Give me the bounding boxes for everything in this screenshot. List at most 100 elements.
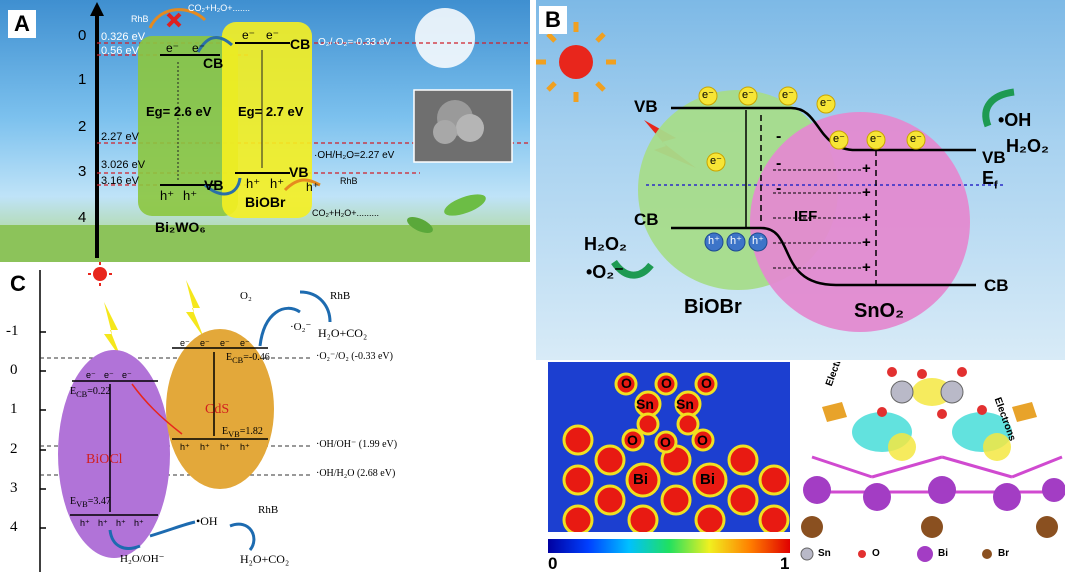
electron-label: e⁻ xyxy=(104,370,114,380)
atom-label: O xyxy=(621,375,632,391)
oh-reaction-arrow xyxy=(982,88,1015,128)
vb-label: VB xyxy=(634,97,658,116)
hole-label: h⁺ xyxy=(752,235,764,247)
vb-label: VB xyxy=(289,164,309,180)
tick: 1 xyxy=(10,401,18,417)
oh-level-label: ·OH/H₂O=2.27 eV xyxy=(314,150,395,161)
level-label: 2.27 eV xyxy=(101,131,139,143)
cb-band xyxy=(671,226,976,287)
plus-sign: + xyxy=(862,259,871,276)
level-label: 3.026 eV xyxy=(101,159,146,171)
tick: 0 xyxy=(10,362,18,378)
minus-sign: - xyxy=(776,128,782,145)
eg-label: Eg= 2.7 eV xyxy=(238,104,304,119)
oh-arrow xyxy=(149,520,196,538)
sun-icon xyxy=(88,262,112,286)
grass xyxy=(0,225,530,262)
product-label: H₂O+CO₂ xyxy=(240,552,290,566)
o2-reaction-arrow xyxy=(611,259,654,279)
tick: 3 xyxy=(10,480,18,496)
rhb-label: RhB xyxy=(330,290,351,302)
sun-icon xyxy=(415,8,475,68)
axis-arrow-icon xyxy=(90,2,104,16)
atom-label: O xyxy=(627,432,638,448)
bi2wo6-block xyxy=(138,36,238,216)
legend-label: Br xyxy=(998,548,1010,559)
tick: 3 xyxy=(78,163,87,180)
electron-label: e⁻ xyxy=(266,28,280,42)
vb-band xyxy=(671,106,976,152)
hole-label: h⁺ xyxy=(270,176,285,191)
panel-c-diagram xyxy=(39,262,332,572)
vb-label: VB xyxy=(204,177,224,193)
oh-label: •OH xyxy=(196,514,218,528)
o2-label: O₂ xyxy=(240,290,252,302)
electron-label: e⁻ xyxy=(742,89,754,101)
panel-tag: C xyxy=(4,270,32,298)
o2-level-label: O₂/·O₂=-0.33 eV xyxy=(318,37,392,48)
plus-sign: + xyxy=(862,184,871,201)
legend-label: O xyxy=(872,548,880,559)
hole-label: h⁺ xyxy=(306,180,320,194)
tick: 1 xyxy=(78,71,87,88)
hole-label: h⁺ xyxy=(246,176,261,191)
colorbar-gradient xyxy=(548,539,790,553)
hole-label: h⁺ xyxy=(183,188,198,203)
hole-label: h⁺ xyxy=(134,518,144,528)
evb-label: EVB=1.82 xyxy=(222,426,263,439)
electron-label: e⁻ xyxy=(86,370,96,380)
material-label: BiOCl xyxy=(86,452,123,467)
rhb-arrow xyxy=(299,290,332,323)
atom-label: O xyxy=(660,434,671,450)
atom-label: O xyxy=(701,375,712,391)
electron-label: e⁻ xyxy=(710,155,722,167)
plus-sign: + xyxy=(862,234,871,251)
lightning-icon xyxy=(104,302,122,360)
product-label: CO₂+H₂O+....... xyxy=(188,3,251,13)
hole-label: h⁺ xyxy=(160,188,175,203)
material-label: SnO₂ xyxy=(854,300,904,322)
hole-label: h⁺ xyxy=(80,518,90,528)
oh-level-label: ·OH/OH⁻ (1.99 eV) xyxy=(316,439,398,450)
panel-a-diagram xyxy=(0,2,530,262)
hole-label: h⁺ xyxy=(180,442,190,452)
o2-radical-label: •O₂⁻ xyxy=(586,262,624,282)
cb-label: CB xyxy=(203,55,224,71)
fermi-label: Ef xyxy=(982,168,998,192)
electron-label: e⁻ xyxy=(870,133,882,145)
electron-label: e⁻ xyxy=(166,41,180,55)
electron-label: e⁻ xyxy=(702,89,714,101)
cb-label: CB xyxy=(290,36,311,52)
cds-ellipse xyxy=(166,329,274,489)
cb-label: CB xyxy=(634,210,659,229)
level-label: 0.326 eV xyxy=(101,31,146,43)
tick: -1 xyxy=(6,323,19,339)
electron-label: e⁻ xyxy=(192,41,206,55)
atom-label: O xyxy=(661,375,672,391)
colorbar-min: 0 xyxy=(548,554,558,573)
panel-b-diagram xyxy=(536,22,1015,332)
electron-label: e⁻ xyxy=(782,89,794,101)
product-label: H₂O+CO₂ xyxy=(318,326,368,340)
blocked-icon xyxy=(166,12,182,28)
hole-label: h⁺ xyxy=(200,442,210,452)
electron-label: e⁻ xyxy=(220,338,230,348)
oh-level-label: ·OH/H₂O (2.68 eV) xyxy=(316,468,396,479)
atom-label: Sn xyxy=(676,396,694,412)
electron-label: e⁻ xyxy=(122,370,132,380)
panel-a: A 0 1 2 3 4 0.326 eV 0.56 eV 2.27 eV 3.0… xyxy=(0,0,530,262)
leaf-icon xyxy=(444,194,486,216)
tick: 2 xyxy=(78,118,87,135)
panel-c: C -1 0 1 2 3 4 BiOCl CdS ECB=0.22 EVB=3.… xyxy=(0,262,536,574)
rhb-label: RhB xyxy=(131,14,149,24)
hole-label: h⁺ xyxy=(730,235,742,247)
material-label: BiOBr xyxy=(245,194,286,210)
h2o2-label: H₂O₂ xyxy=(584,234,627,254)
crystal-structure: Electrons Electrons Sn O Bi Br xyxy=(792,362,1065,574)
electron-label: e⁻ xyxy=(180,338,190,348)
rhb-arrow xyxy=(229,522,256,551)
plus-sign: + xyxy=(862,209,871,226)
electron-label: e⁻ xyxy=(200,338,210,348)
o2-level-label: ·O₂⁻/O₂ (-0.33 eV) xyxy=(316,351,393,362)
electron-label: e⁻ xyxy=(820,97,832,109)
